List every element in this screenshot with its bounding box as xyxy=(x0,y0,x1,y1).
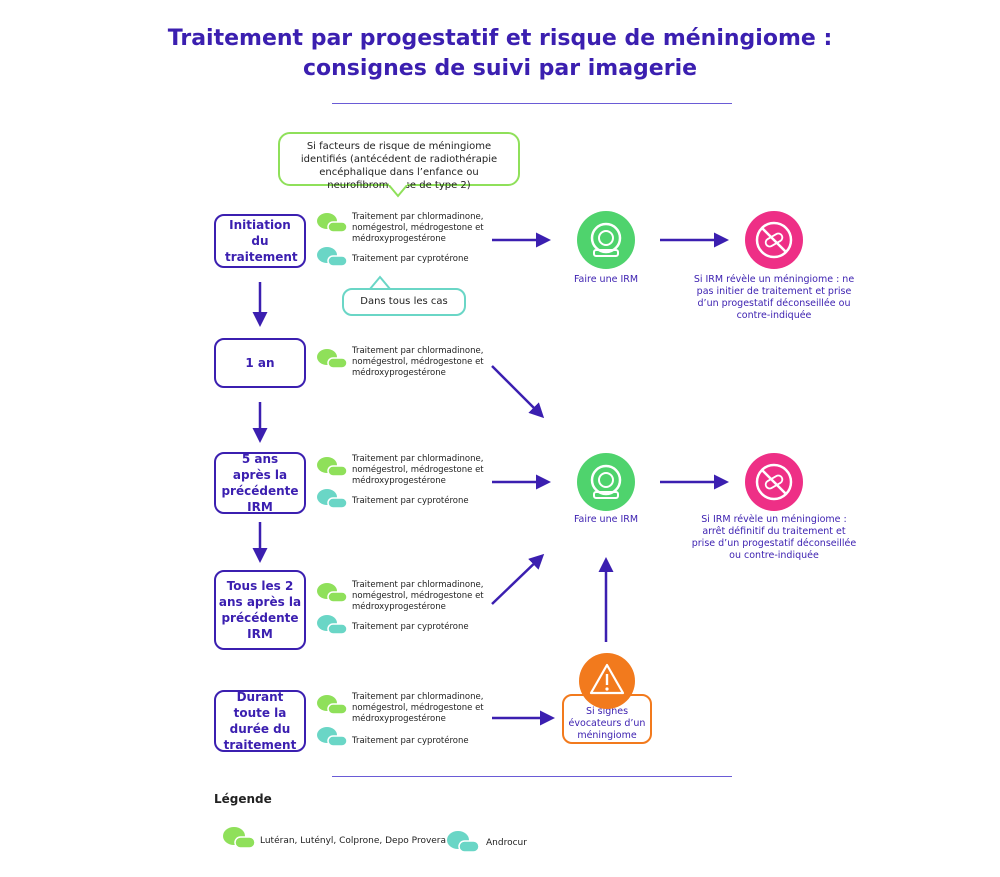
mri-scanner-icon xyxy=(577,211,635,269)
arrow-stage4-to-mri-mid xyxy=(491,553,545,605)
top-divider xyxy=(332,103,732,104)
drug2-text: Traitement par cyprotérone xyxy=(352,496,469,506)
pill-teal-icon xyxy=(317,727,348,747)
stage-label: Initiation du traitement xyxy=(225,218,298,264)
drug1-text: Traitement par chlormadinone, nomégestro… xyxy=(352,692,484,724)
page-title-line2: consignes de suivi par imagerie xyxy=(302,56,698,81)
legend-title: Légende xyxy=(214,792,272,806)
all-cases-text: Dans tous les cas xyxy=(360,296,448,307)
pill-green-icon xyxy=(223,827,256,849)
drug2-text: Traitement par cyprotérone xyxy=(352,622,469,632)
pill-teal-icon xyxy=(317,615,348,635)
arrow-stage2-to-mri-mid xyxy=(491,365,545,419)
legend-teal-text: Androcur xyxy=(486,838,527,848)
stage-initiation: Initiation du traitement xyxy=(214,214,306,268)
stage-label: 1 an xyxy=(245,356,275,370)
pill-green-icon xyxy=(317,457,348,477)
callout-pointer-icon xyxy=(387,181,409,198)
outcome-mid-text: Si IRM révèle un méningiome : arrêt défi… xyxy=(691,514,857,561)
stage-1-year: 1 an xyxy=(214,338,306,388)
drug2-text: Traitement par cyprotérone xyxy=(352,736,469,746)
pill-teal-icon xyxy=(317,489,348,509)
no-pill-icon xyxy=(745,211,803,269)
page-title-line1: Traitement par progestatif et risque de … xyxy=(167,26,833,51)
stage-5-years: 5 ans après la précédente IRM xyxy=(214,452,306,514)
pill-green-icon xyxy=(317,695,348,715)
drug1-text: Traitement par chlormadinone, nomégestro… xyxy=(352,346,484,378)
warning-text: Si signes évocateurs d’un méningiome xyxy=(568,706,646,741)
pill-green-icon xyxy=(317,583,348,603)
drug1-text: Traitement par chlormadinone, nomégestro… xyxy=(352,454,484,486)
legend-green-text: Lutéran, Lutényl, Colprone, Depo Provera xyxy=(260,836,447,846)
stage-label: Tous les 2 ans après la précédente IRM xyxy=(218,579,302,641)
pill-teal-icon xyxy=(317,247,348,267)
mri-mid-label: Faire une IRM xyxy=(573,514,639,525)
pill-green-icon xyxy=(317,213,348,233)
callout-teal-pointer-icon xyxy=(369,275,391,290)
bottom-divider xyxy=(332,776,732,777)
stage-label: Durant toute la durée du traitement xyxy=(223,690,297,752)
drug1-text: Traitement par chlormadinone, nomégestro… xyxy=(352,580,484,612)
mri-scanner-icon xyxy=(577,453,635,511)
drug2-text: Traitement par cyprotérone xyxy=(352,254,469,264)
pill-teal-icon xyxy=(447,831,480,853)
stage-whole-treatment: Durant toute la durée du traitement xyxy=(214,690,306,752)
outcome-top-text: Si IRM révèle un méningiome : ne pas ini… xyxy=(693,274,855,321)
mri-top-label: Faire une IRM xyxy=(573,274,639,285)
risk-factors-callout: Si facteurs de risque de méningiome iden… xyxy=(278,132,520,191)
drug1-text: Traitement par chlormadinone, nomégestro… xyxy=(352,212,484,244)
stage-label: 5 ans après la précédente IRM xyxy=(221,452,299,514)
pill-green-icon xyxy=(317,349,348,369)
no-pill-icon xyxy=(745,453,803,511)
warning-triangle-icon xyxy=(579,653,635,709)
stage-every-2-years: Tous les 2 ans après la précédente IRM xyxy=(214,570,306,650)
all-cases-callout: Dans tous les cas xyxy=(342,288,466,316)
